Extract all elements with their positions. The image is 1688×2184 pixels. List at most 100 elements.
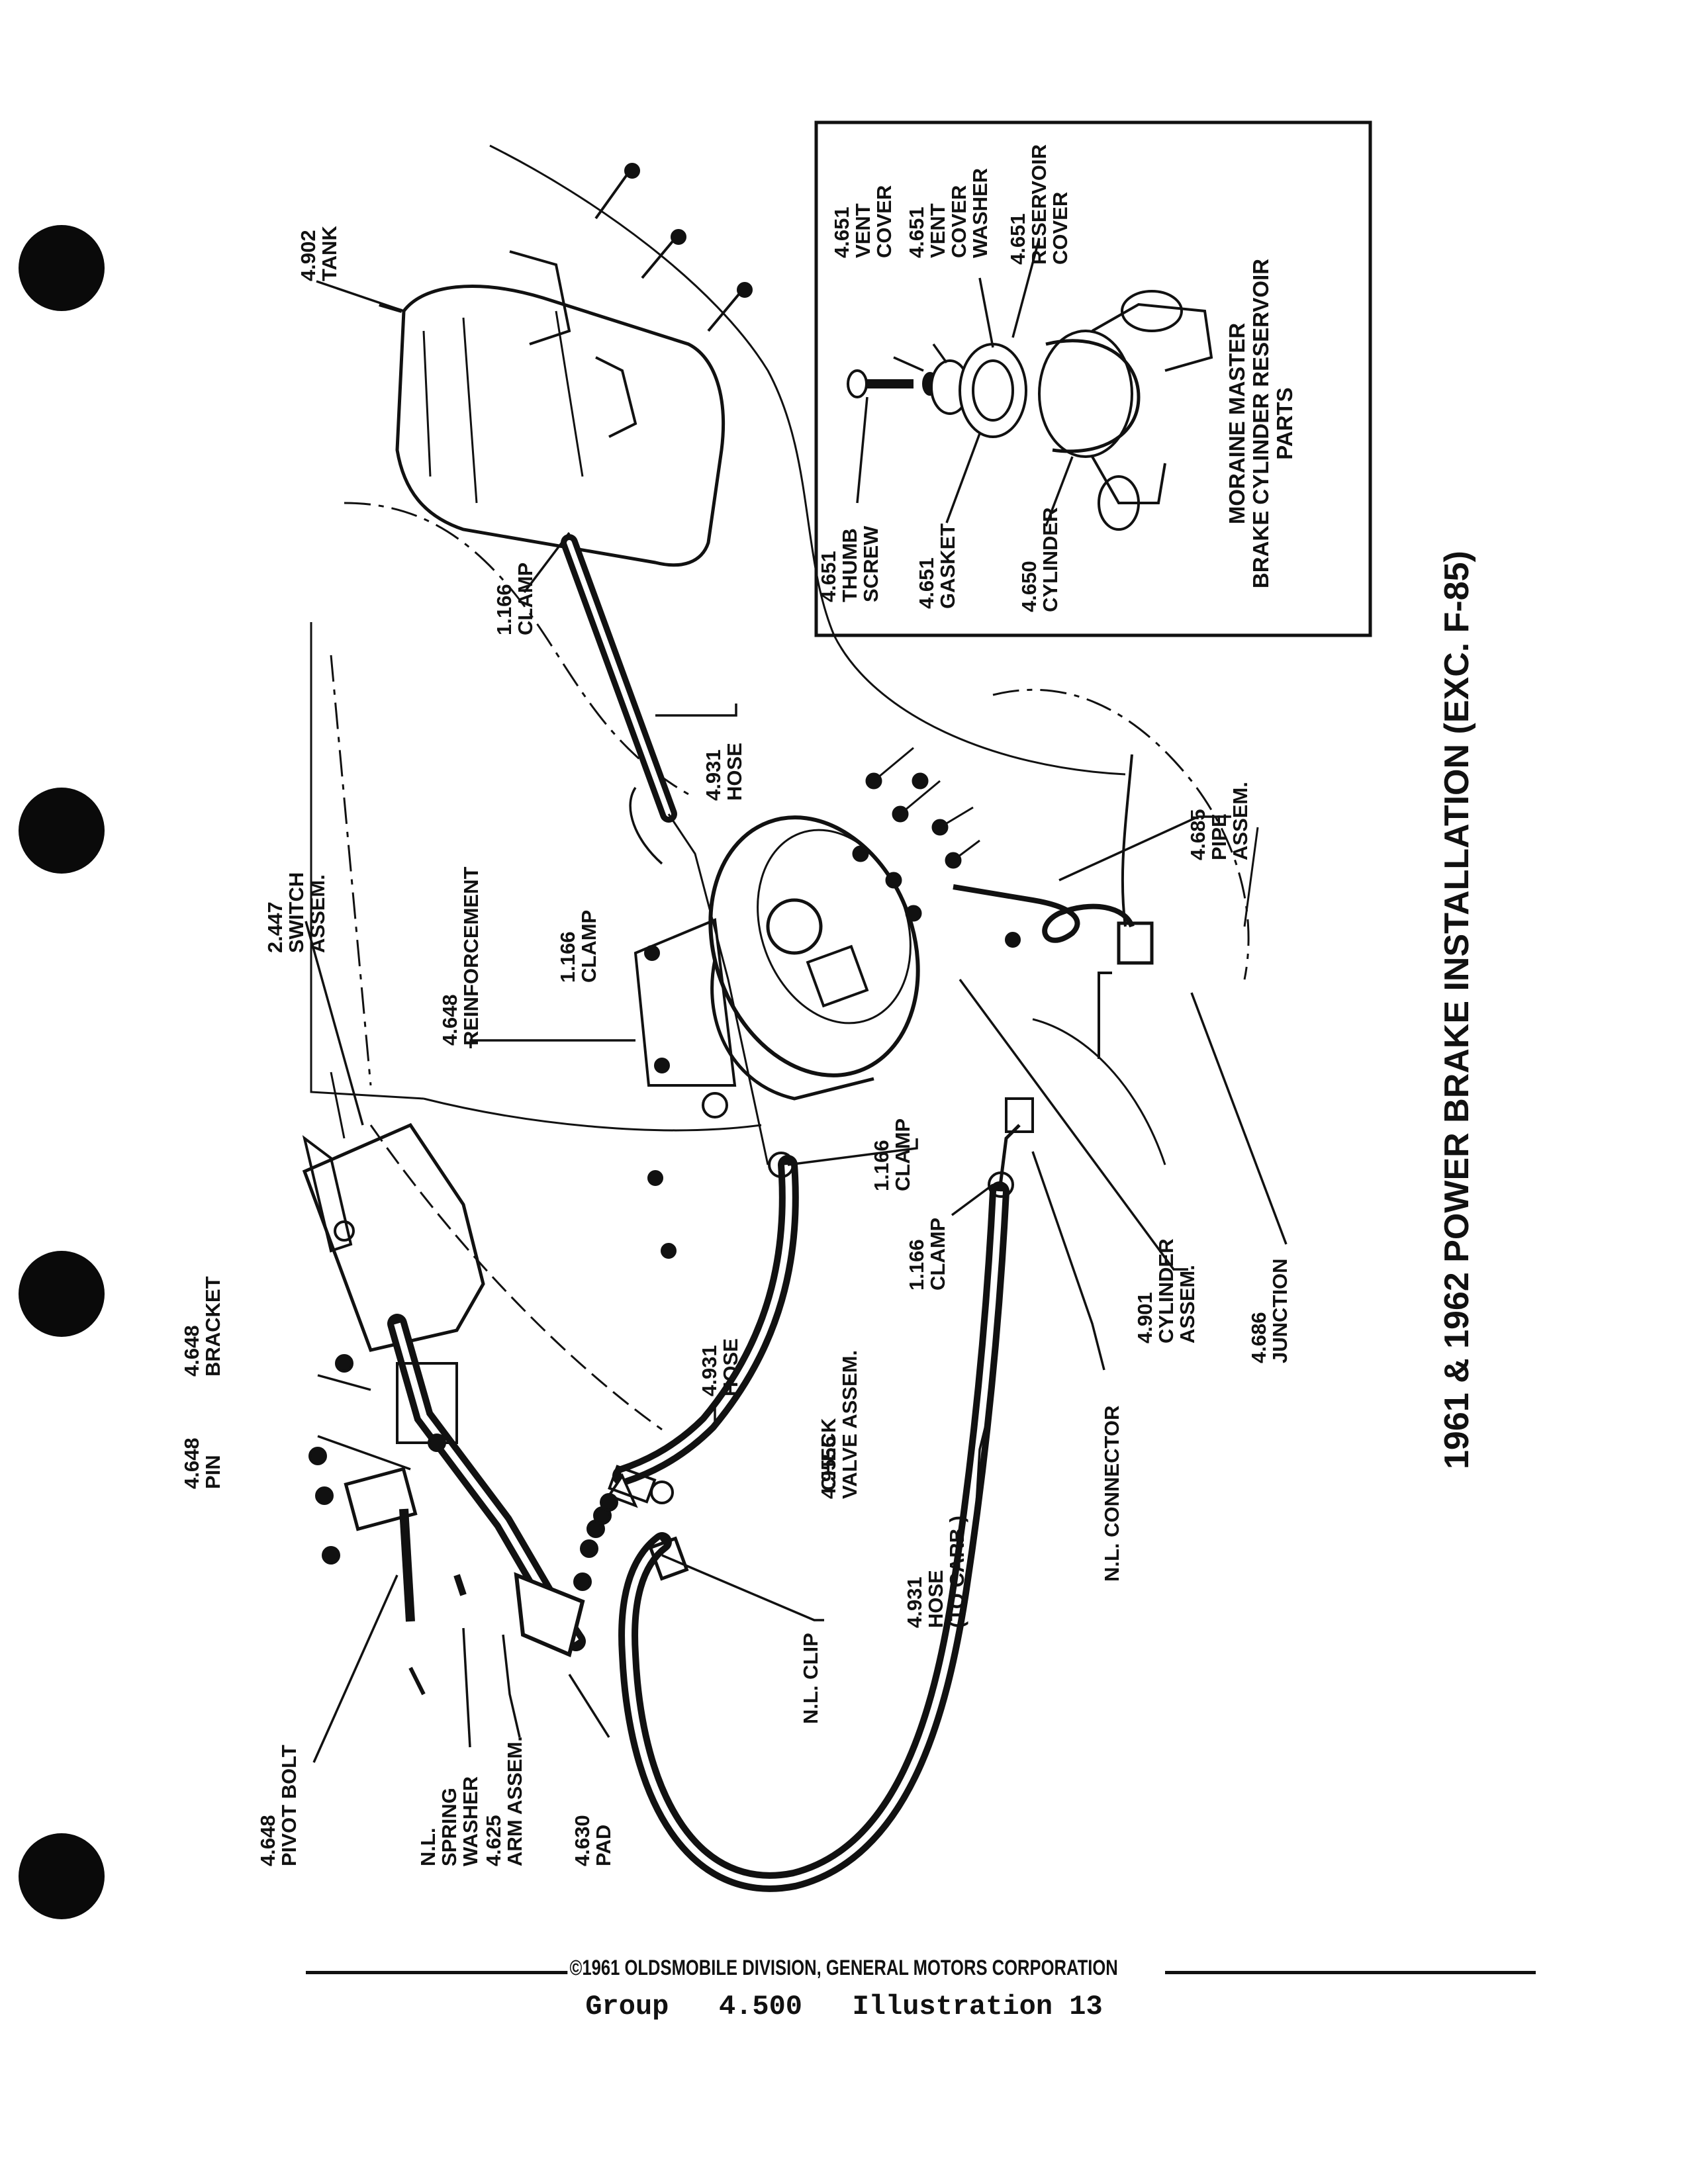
label-reinforcement-name: REINFORCEMENT [459, 867, 483, 1046]
inset-cylinder-num: 4.650 [1017, 561, 1041, 612]
label-bracket-name: BRACKET [201, 1276, 224, 1377]
label-pivot-bolt-name: PIVOT BOLT [277, 1745, 301, 1866]
svg-text:2.447SWITCHASSEM.: 2.447SWITCHASSEM. [263, 872, 329, 953]
inset-gasket-name: GASKET [936, 523, 959, 609]
vacuum-hose-carb [618, 1181, 1009, 1892]
inset-vent-cover-name: VENT [851, 203, 874, 258]
label-spring-washer-num: N.L. [416, 1827, 440, 1866]
label-clamp-center-num: 1.166 [870, 1140, 893, 1191]
label-switch-num: 2.447 [263, 901, 287, 953]
svg-text:4.931HOSE: 4.931HOSE [698, 1338, 742, 1396]
label-hose-carb-num: 4.931 [903, 1576, 926, 1628]
svg-text:4.9555CHECKVALVE ASSEM.: 4.9555CHECKVALVE ASSEM. [817, 1350, 861, 1499]
svg-text:1.166CLAMP: 1.166CLAMP [870, 1118, 914, 1191]
label-pad-num: 4.630 [571, 1815, 594, 1866]
label-hose-top-num: 4.931 [702, 749, 725, 801]
inset-thumb-screw-name: THUMB [838, 528, 861, 602]
binder-hole-4 [19, 1833, 105, 1919]
binder-hole-3 [19, 1251, 105, 1337]
svg-text:4.902TANK: 4.902TANK [297, 226, 341, 281]
svg-text:4.651VENTCOVER: 4.651VENTCOVER [830, 185, 896, 258]
label-spring-washer-name2: WASHER [459, 1776, 482, 1866]
label-pipe-num: 4.685 [1186, 809, 1209, 860]
svg-text:4.651GASKET: 4.651GASKET [915, 523, 959, 609]
svg-text:4.686JUNCTION: 4.686JUNCTION [1247, 1259, 1291, 1363]
inset-reservoir-cover-name: RESERVOIR [1027, 144, 1051, 265]
svg-text:4.625ARM ASSEM.: 4.625ARM ASSEM. [482, 1736, 526, 1866]
svg-text:4.931HOSE: 4.931HOSE [702, 743, 746, 801]
label-clamp-top-num: 1.166 [492, 584, 516, 635]
label-switch-name: SWITCH [285, 872, 308, 953]
svg-text:N.L. CLIP: N.L. CLIP [799, 1633, 822, 1724]
label-pad-name: PAD [592, 1825, 615, 1866]
callout-labels: 4.902TANK 1.166CLAMP 4.931HOSE 1.166CLAM… [180, 144, 1291, 1866]
brake-pipe [953, 884, 1135, 943]
label-arm-num: 4.625 [482, 1815, 505, 1866]
label-junction-name: JUNCTION [1268, 1259, 1291, 1363]
label-arm-name: ARM ASSEM. [503, 1736, 526, 1866]
diagram-artwork [302, 120, 1372, 1892]
label-pipe-name2: ASSEM. [1229, 782, 1252, 860]
footer-rule-left [306, 1971, 597, 1974]
svg-text:4.648PIVOT BOLT: 4.648PIVOT BOLT [256, 1745, 301, 1866]
label-hose-carb-name2: (TO CARB.) [945, 1516, 968, 1628]
inset-cylinder-name: CYLINDER [1039, 508, 1062, 612]
inset-gasket-num: 4.651 [915, 557, 938, 609]
inset-reservoir-cover-num: 4.651 [1006, 213, 1029, 265]
label-reinforcement-num: 4.648 [438, 994, 461, 1046]
label-clamp-mid-num: 1.166 [556, 931, 579, 983]
label-bracket-num: 4.648 [180, 1325, 203, 1377]
label-clamp-center-name: CLAMP [891, 1118, 914, 1191]
inset-vent-washer-num: 4.651 [905, 206, 928, 258]
tank-shape [395, 285, 725, 567]
label-pin-num: 4.648 [180, 1437, 203, 1489]
inset-vent-cover-num: 4.651 [830, 206, 853, 258]
svg-text:4.931HOSE(TO CARB.): 4.931HOSE(TO CARB.) [903, 1516, 968, 1628]
label-tank-name: TANK [318, 226, 341, 281]
svg-text:4.648REINFORCEMENT: 4.648REINFORCEMENT [438, 867, 483, 1046]
main-title-group: 1961 & 1962 POWER BRAKE INSTALLATION (EX… [1438, 551, 1476, 1469]
svg-text:4.651RESERVOIRCOVER: 4.651RESERVOIRCOVER [1006, 144, 1072, 265]
svg-text:4.651THUMBSCREW: 4.651THUMBSCREW [817, 525, 882, 602]
label-pin-name: PIN [201, 1455, 224, 1489]
inset-reservoir-cover-name2: COVER [1049, 192, 1072, 265]
inset-vent-washer-name3: WASHER [968, 168, 992, 258]
label-spring-washer-name: SPRING [438, 1788, 461, 1866]
inset-title-line1: MORAINE MASTER [1225, 323, 1249, 525]
label-junction-num: 4.686 [1247, 1312, 1270, 1363]
binder-hole-2 [19, 788, 105, 874]
svg-text:N.L. CONNECTOR: N.L. CONNECTOR [1100, 1406, 1123, 1582]
inset-vent-washer-name: VENT [926, 203, 949, 258]
label-hose-top-name: HOSE [723, 743, 746, 801]
pointer-lines [305, 280, 1288, 1763]
pedal-assembly [302, 1071, 677, 1696]
label-cylinder-assem-name: CYLINDER [1154, 1239, 1178, 1343]
label-clamp-mid-name: CLAMP [577, 910, 600, 983]
inset-parts [847, 290, 1213, 531]
label-clamp-lower-name: CLAMP [926, 1218, 949, 1291]
label-hose-carb-name: HOSE [924, 1570, 947, 1628]
main-title: 1961 & 1962 POWER BRAKE INSTALLATION (EX… [1438, 551, 1476, 1469]
svg-text:4.651VENTCOVERWASHER: 4.651VENTCOVERWASHER [905, 168, 992, 258]
inset-vent-washer-name2: COVER [947, 185, 970, 258]
footer-copyright-text: ©1961 OLDSMOBILE DIVISION, GENERAL MOTOR… [567, 1956, 1121, 1980]
label-pivot-bolt-num: 4.648 [256, 1815, 279, 1866]
svg-text:N.L.SPRINGWASHER: N.L.SPRINGWASHER [416, 1776, 482, 1866]
svg-text:4.648BRACKET: 4.648BRACKET [180, 1276, 224, 1377]
label-nl-connector: N.L. CONNECTOR [1100, 1406, 1123, 1582]
label-clamp-lower-num: 1.166 [905, 1239, 928, 1291]
label-cylinder-assem-num: 4.901 [1133, 1292, 1156, 1343]
footer-rule-right [1165, 1971, 1536, 1974]
svg-text:4.650CYLINDER: 4.650CYLINDER [1017, 508, 1062, 612]
label-hose-lower-name: HOSE [719, 1338, 742, 1396]
label-hose-lower-num: 4.931 [698, 1345, 721, 1396]
inset-title: MORAINE MASTERBRAKE CYLINDER RESERVOIRPA… [1225, 259, 1297, 588]
binder-hole-1 [19, 225, 105, 311]
label-pipe-name: PIPE [1207, 813, 1231, 860]
inset-title-line3: PARTS [1272, 387, 1297, 459]
inset-thumb-screw-name2: SCREW [859, 525, 882, 602]
inset-vent-cover-name2: COVER [872, 185, 896, 258]
label-check-valve-name: CHECK [817, 1418, 840, 1491]
label-cylinder-assem-name2: ASSEM. [1176, 1265, 1199, 1343]
